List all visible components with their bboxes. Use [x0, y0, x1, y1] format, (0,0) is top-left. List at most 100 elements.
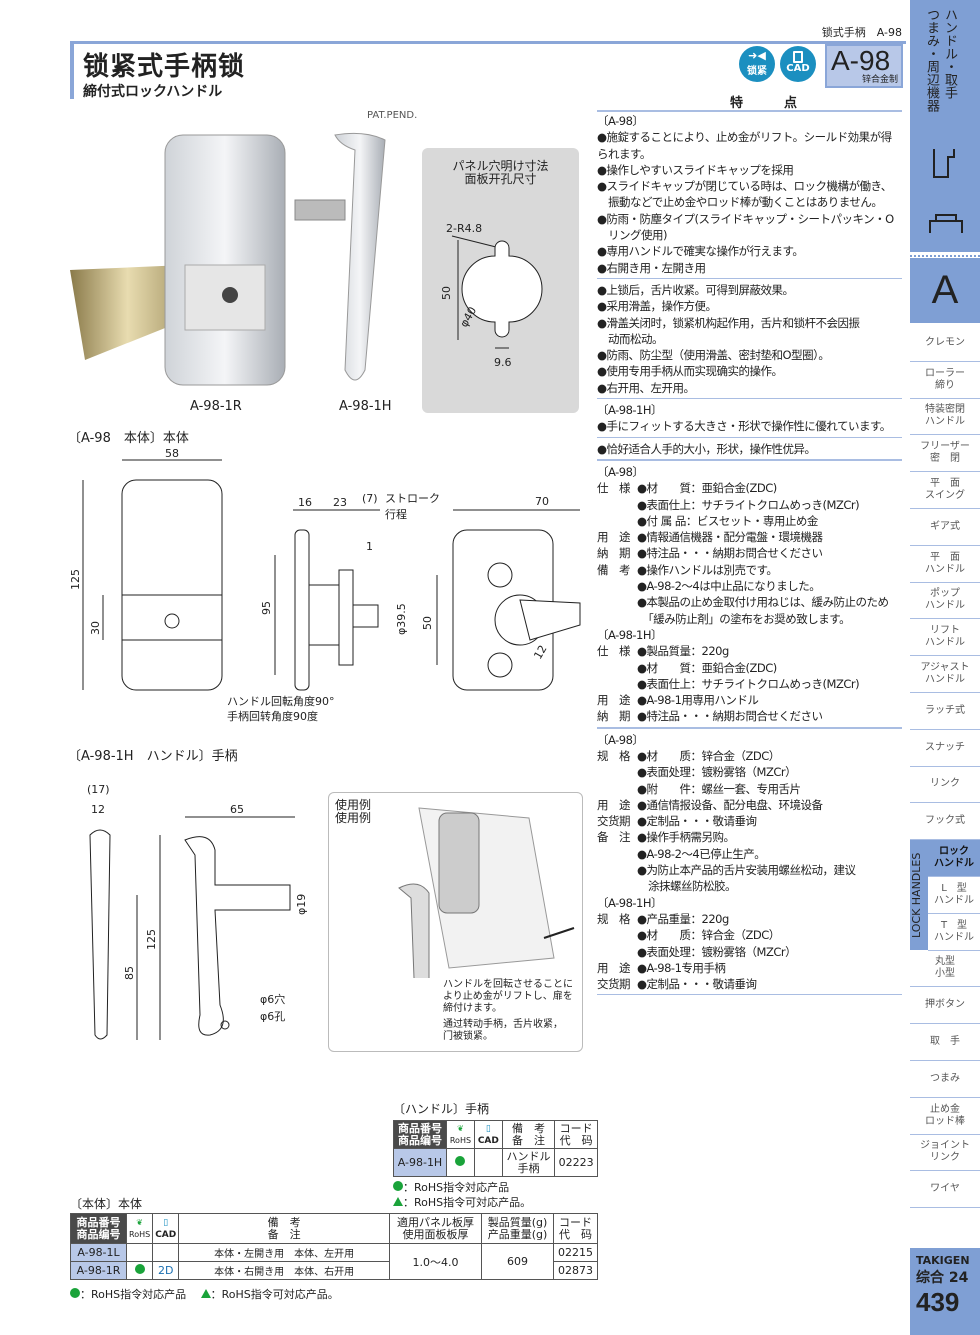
- section-label: 〔A-98-1H〕: [597, 403, 663, 418]
- header-text: コード: [559, 1215, 592, 1229]
- spec-label: [597, 578, 637, 594]
- handle-legend: ：RoHS指令対応产品 ：RoHS指令可対応产品。: [393, 1180, 531, 1210]
- body-front-view: [121, 479, 223, 691]
- spec-value: ●本製品の止め金取付け用ねじは、緩み防止のため: [637, 595, 889, 610]
- sidebar-item[interactable]: クレモン: [910, 325, 980, 362]
- sidebar-subitem[interactable]: T 型 ハンドル: [928, 913, 980, 951]
- patent-pending: PAT.PEND.: [367, 110, 418, 121]
- sidebar-item[interactable]: 押ボタン: [910, 987, 980, 1025]
- cad-cell: [473, 1148, 503, 1177]
- sidebar-subitem[interactable]: L 型 ハンドル: [928, 876, 980, 914]
- feature-item: ●防雨、防尘型（使用滑盖、密封垫和O型圈）。: [597, 348, 830, 363]
- dim: 85: [123, 966, 136, 980]
- dim: (7): [362, 492, 378, 505]
- spec-label: [597, 676, 637, 692]
- product-photo: [70, 132, 386, 386]
- header-text: 备 注: [511, 1133, 545, 1147]
- dim-height: 50: [440, 286, 453, 300]
- divider: [597, 277, 902, 279]
- handle-drawing: (17) 12 65 φ19 125 85 φ6穴 φ6孔: [87, 783, 308, 1040]
- right-column: 〔A-98〕 ●施錠することにより、止め金がリフト。シールド効果が得られます。 …: [597, 113, 902, 998]
- sidebar-item[interactable]: リフト ハンドル: [910, 619, 980, 657]
- col-rohs: ❦RoHS: [125, 1213, 154, 1244]
- spec-label: [597, 781, 637, 797]
- note-cell: 本体・左開き用 本体、左开用: [178, 1243, 390, 1262]
- product-code: A-98-1R: [70, 1261, 127, 1280]
- usage-note: 締付けます。: [443, 1003, 502, 1014]
- panel-cutout-box: パネル穴明け寸法 面板开孔尺寸 2-R4.8 50 φ40 9.6: [422, 148, 579, 413]
- sidebar-item[interactable]: ジョイント リンク: [910, 1135, 980, 1172]
- sidebar-item[interactable]: スナッチ: [910, 730, 980, 767]
- spec-label: 交货期: [597, 814, 631, 829]
- col-cad: ▯CAD: [473, 1120, 503, 1149]
- sidebar-category: ハンドル・取手 つまみ・周辺機器: [910, 0, 980, 252]
- divider: [597, 458, 902, 461]
- usage-title-cn: 使用例: [335, 811, 372, 825]
- spec-label: [597, 878, 637, 894]
- hole-note-jp: φ6穴: [260, 992, 285, 1006]
- sidebar-item[interactable]: ワイヤ: [910, 1171, 980, 1209]
- spec-label: 规 格: [597, 748, 631, 763]
- sidebar-item[interactable]: リンク: [910, 767, 980, 804]
- body-legend: ：RoHS指令対応产品 ：RoHS指令可対応产品。: [70, 1286, 339, 1302]
- spec-value: ●材 質：亜鉛合金(ZDC): [637, 481, 777, 496]
- cad-cell[interactable]: 2D: [152, 1261, 180, 1280]
- header-text: 代 码: [559, 1133, 593, 1147]
- spec-value: ●A-98-1用専用ハンドル: [637, 693, 759, 708]
- spec-value: ●操作手柄需另购。: [637, 830, 735, 845]
- col-mass: 製品質量(g)产品重量(g): [481, 1213, 554, 1244]
- spec-label: [597, 660, 637, 676]
- title-bar: [70, 41, 74, 99]
- col-note: 備 考备 注: [178, 1213, 390, 1244]
- leaf-icon: ❦: [136, 1217, 143, 1227]
- document-icon: ▯: [485, 1123, 491, 1134]
- sidebar-item[interactable]: フック式: [910, 803, 980, 841]
- sidebar-item[interactable]: ローラー 締り: [910, 362, 980, 399]
- photo-label-body: A-98-1R: [190, 399, 242, 414]
- material-badge: 锌合金制: [861, 75, 898, 85]
- dim: 125: [145, 929, 158, 950]
- sidebar-item[interactable]: フリーザー 密 閉: [910, 435, 980, 473]
- col-rohs: ❦RoHS: [445, 1120, 475, 1149]
- dim-radius: 2-R4.8: [446, 222, 482, 235]
- spec-label: [597, 513, 637, 529]
- header-text: 備 考: [267, 1215, 301, 1229]
- spec-label: 用 途: [597, 960, 631, 975]
- spec-label: 備 考: [597, 562, 631, 577]
- table-row: A-98-1L 本体・左開き用 本体、左开用 1.0～4.0 609 02215: [70, 1243, 598, 1280]
- product-code: A-98-1H: [393, 1148, 447, 1177]
- latch-bar: [70, 265, 185, 360]
- spec-value: ●特注品・・・納期お問合せください: [637, 709, 823, 724]
- usage-note: より止め金がリフトし、扉を: [443, 991, 573, 1002]
- sidebar-item[interactable]: つまみ: [910, 1061, 980, 1098]
- sidebar-item[interactable]: 平 面 スイング: [910, 472, 980, 509]
- sidebar-item[interactable]: アジャスト ハンドル: [910, 656, 980, 693]
- col-code: 商品番号商品编号: [70, 1213, 127, 1244]
- col-note: 備 考备 注: [501, 1120, 556, 1149]
- sidebar-item[interactable]: 止め金 ロッド棒: [910, 1098, 980, 1135]
- sidebar-item[interactable]: ラッチ式: [910, 693, 980, 730]
- sidebar-item[interactable]: 特装密閉 ハンドル: [910, 399, 980, 436]
- header-text: CAD: [155, 1229, 177, 1240]
- sidebar-item[interactable]: ポップ ハンドル: [910, 583, 980, 620]
- section-label: 〔A-98-1H〕: [597, 895, 663, 910]
- spec-label: 仕 様: [597, 644, 631, 659]
- dim: φ19: [295, 894, 308, 915]
- feature-item: ●上锁后，舌片收紧。可得到屏蔽效果。: [597, 282, 794, 297]
- header-text: 商品编号: [397, 1133, 442, 1147]
- catalog-name: 综合 24: [916, 1270, 969, 1286]
- sidebar-item[interactable]: 取 手: [910, 1024, 980, 1061]
- sidebar-item[interactable]: 丸型 小型: [910, 951, 980, 988]
- header-text: 产品重量(g): [487, 1227, 548, 1241]
- angle-note-cn: 手柄回转角度90度: [227, 709, 318, 723]
- note-cell: ハンドル 手柄: [501, 1148, 556, 1177]
- spec-value: 「緩み防止剤」の塗布をお奨め致します。: [637, 611, 851, 626]
- sidebar-item[interactable]: ギア式: [910, 509, 980, 546]
- legend-text: ：RoHS指令対応产品: [403, 1181, 510, 1194]
- latch-tongue: [519, 599, 581, 641]
- page-number: 439: [916, 1287, 960, 1317]
- usage-note: ハンドルを回転させることに: [443, 979, 573, 990]
- sidebar-item[interactable]: 平 面 ハンドル: [910, 546, 980, 583]
- handle-table: 商品番号商品编号 ❦RoHS ▯CAD 備 考备 注 コード代 码 A-98-1…: [393, 1120, 598, 1177]
- spec-value: ●表面处理：镀粉雾铬（MZCr）: [637, 944, 797, 959]
